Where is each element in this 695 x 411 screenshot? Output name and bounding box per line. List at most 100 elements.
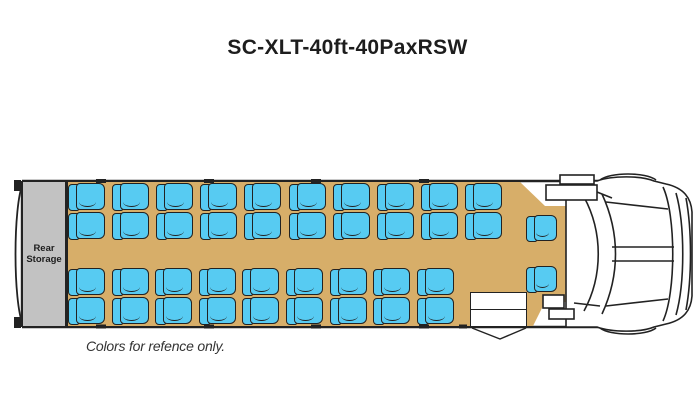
double-seat	[156, 183, 195, 241]
cushion-contour	[167, 226, 185, 236]
seat	[286, 268, 325, 297]
seat-cushion	[206, 268, 236, 295]
cushion-contour	[209, 282, 227, 292]
cushion-contour	[123, 226, 141, 236]
seat	[111, 296, 151, 326]
seat-cushion	[384, 211, 414, 239]
cab-illustration	[542, 173, 693, 335]
seat	[68, 268, 107, 297]
seat-cushion	[208, 211, 238, 239]
seat-cushion	[294, 268, 323, 295]
seat-cushion	[428, 211, 458, 239]
seat	[329, 296, 369, 326]
seat-cushion	[294, 296, 323, 324]
cushion-contour	[536, 228, 549, 237]
side-mirror-top-icon	[545, 174, 613, 201]
seat	[198, 296, 238, 326]
seat	[329, 268, 369, 297]
seat-cushion	[428, 183, 458, 210]
edge-tick-marks	[96, 179, 467, 329]
cushion-contour	[253, 311, 271, 321]
seat	[112, 211, 151, 241]
cushion-contour	[211, 226, 229, 236]
cushion-contour	[167, 197, 185, 207]
seat-cushion	[252, 211, 282, 239]
seat	[155, 296, 194, 326]
cushion-contour	[427, 282, 445, 292]
seat	[68, 211, 107, 241]
page-title: SC-XLT-40ft-40PaxRSW	[227, 36, 468, 59]
cushion-contour	[536, 279, 549, 288]
seat-cushion	[76, 211, 105, 239]
double-seat	[464, 183, 504, 241]
seat-cushion	[381, 268, 411, 295]
cushion-contour	[253, 282, 271, 292]
double-seat	[329, 268, 369, 326]
seat	[464, 183, 504, 212]
seat	[242, 268, 281, 297]
seat	[288, 183, 328, 212]
seat-cushion	[424, 268, 454, 295]
cushion-contour	[431, 197, 449, 207]
double-seat	[288, 183, 328, 241]
seat	[286, 296, 325, 326]
seat-cushion	[252, 183, 282, 210]
cushion-contour	[255, 197, 273, 207]
cushion-contour	[340, 311, 358, 321]
seat	[373, 296, 412, 326]
cushion-contour	[255, 226, 273, 236]
cushion-contour	[299, 226, 317, 236]
seat	[200, 183, 239, 212]
seat	[112, 183, 151, 212]
cushion-contour	[79, 226, 96, 236]
single-seat	[526, 266, 558, 294]
door-step-line	[471, 309, 526, 310]
seat-cushion	[76, 268, 105, 295]
seat-cushion	[120, 211, 150, 239]
seat-cushion	[534, 215, 557, 241]
seat-cushion	[163, 296, 193, 324]
double-seat	[112, 183, 151, 241]
seat-cushion	[76, 296, 105, 324]
double-seat	[200, 183, 239, 241]
seat-cushion	[208, 183, 238, 210]
seat	[244, 211, 283, 241]
double-seat	[373, 268, 412, 326]
seat-cushion	[381, 296, 411, 324]
seat	[68, 183, 107, 212]
cushion-contour	[79, 311, 96, 321]
double-seat	[420, 183, 460, 241]
seat	[156, 183, 195, 212]
cushion-contour	[475, 226, 493, 236]
color-disclaimer-note: Colors for refence only.	[86, 338, 225, 354]
double-seat	[244, 183, 283, 241]
cushion-contour	[166, 311, 184, 321]
cushion-contour	[427, 311, 445, 321]
seat-cushion	[337, 296, 367, 324]
seat-cushion	[340, 183, 370, 210]
seat-cushion	[250, 268, 280, 295]
seat	[373, 268, 412, 297]
seat-cushion	[120, 183, 150, 210]
seat	[68, 296, 107, 326]
rear-storage-area: Rear Storage	[23, 182, 68, 326]
cushion-contour	[387, 226, 405, 236]
double-seat	[68, 268, 107, 326]
seat-cushion	[76, 183, 105, 210]
seat-cushion	[163, 268, 193, 295]
cushion-contour	[79, 282, 96, 292]
double-seat	[332, 183, 372, 241]
double-seat	[286, 268, 325, 326]
cushion-contour	[209, 311, 227, 321]
seat	[416, 268, 456, 297]
cushion-contour	[431, 226, 449, 236]
cushion-contour	[340, 282, 358, 292]
entry-door	[470, 292, 527, 327]
rear-bumper	[14, 180, 24, 328]
seat	[288, 211, 328, 241]
seat	[376, 183, 416, 212]
double-seat	[242, 268, 281, 326]
cushion-contour	[122, 311, 140, 321]
seat	[156, 211, 195, 241]
